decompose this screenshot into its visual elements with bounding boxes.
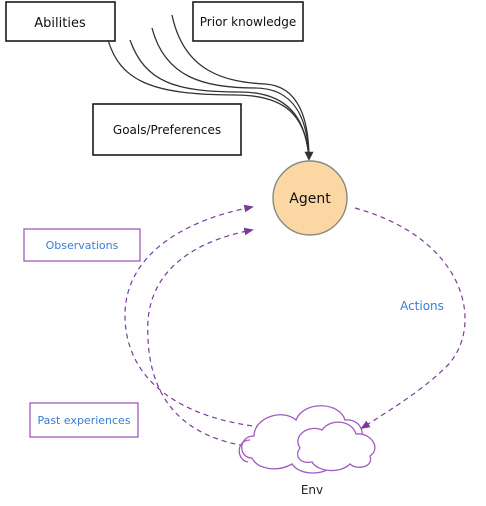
past-experiences-label: Past experiences <box>37 414 130 427</box>
observations-label: Observations <box>46 239 119 252</box>
past-experiences-box <box>29 402 139 438</box>
agent-label: Agent <box>289 191 331 207</box>
env-cloud-icon <box>238 405 376 474</box>
abilities-label: Abilities <box>34 16 86 31</box>
observations-box <box>23 228 141 262</box>
loop-arrows <box>124 204 466 449</box>
observations-arrow <box>124 204 271 429</box>
abilities-box <box>5 1 116 42</box>
prior-knowledge-label: Prior knowledge <box>200 15 296 29</box>
actions-arrow <box>354 207 466 430</box>
input-lines <box>107 14 314 161</box>
goals-label: Goals/Preferences <box>113 123 221 137</box>
past-experiences-arrow <box>147 227 263 449</box>
prior-knowledge-box <box>192 1 304 42</box>
actions-label: Actions <box>400 299 444 313</box>
goals-box <box>92 103 242 156</box>
env-label: Env <box>301 483 323 497</box>
agent-node <box>272 160 348 236</box>
